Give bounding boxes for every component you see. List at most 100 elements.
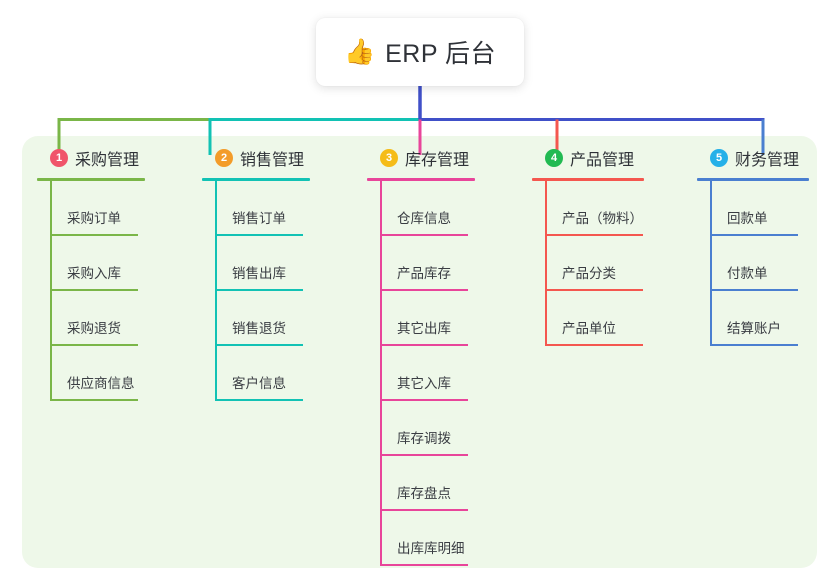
- list-item[interactable]: 产品分类: [532, 236, 644, 291]
- list-item-rule: [545, 289, 643, 291]
- list-item-label: 库存调拨: [397, 431, 451, 446]
- list-item-rule: [380, 399, 468, 401]
- root-title-card[interactable]: 👍 ERP 后台: [316, 18, 524, 86]
- list-item[interactable]: 产品（物料）: [532, 181, 644, 236]
- column-1: 1 采购管理采购订单采购入库采购退货供应商信息: [37, 146, 145, 401]
- list-item-rule: [215, 234, 303, 236]
- column-title-1: 采购管理: [75, 152, 140, 169]
- list-item-label: 销售出库: [232, 266, 286, 281]
- column-badge-1: 1: [50, 149, 68, 167]
- column-underline-4: [532, 178, 644, 181]
- list-item-label: 采购退货: [67, 321, 121, 336]
- list-item[interactable]: 销售订单: [202, 181, 310, 236]
- column-items-1: 采购订单采购入库采购退货供应商信息: [37, 181, 145, 401]
- list-item[interactable]: 其它出库: [367, 291, 475, 346]
- list-item-rule: [710, 234, 798, 236]
- list-item[interactable]: 仓库信息: [367, 181, 475, 236]
- list-item-rule: [380, 564, 468, 566]
- column-spine-5: [710, 181, 712, 346]
- list-item-rule: [215, 289, 303, 291]
- list-item[interactable]: 销售出库: [202, 236, 310, 291]
- list-item[interactable]: 结算账户: [697, 291, 809, 346]
- list-item-rule: [380, 509, 468, 511]
- list-item[interactable]: 采购订单: [37, 181, 145, 236]
- list-item[interactable]: 库存调拨: [367, 401, 475, 456]
- list-item-label: 产品单位: [562, 321, 616, 336]
- column-2: 2 销售管理销售订单销售出库销售退货客户信息: [202, 146, 310, 401]
- column-badge-4: 4: [545, 149, 563, 167]
- list-item[interactable]: 库存盘点: [367, 456, 475, 511]
- list-item-label: 销售退货: [232, 321, 286, 336]
- list-item-label: 客户信息: [232, 376, 286, 391]
- list-item-rule: [545, 234, 643, 236]
- column-header-2[interactable]: 2 销售管理: [202, 146, 310, 170]
- column-header-1[interactable]: 1 采购管理: [37, 146, 145, 170]
- column-header-3[interactable]: 3 库存管理: [367, 146, 475, 170]
- column-spine-4: [545, 181, 547, 346]
- list-item-rule: [50, 344, 138, 346]
- list-item-label: 出库库明细: [397, 541, 465, 556]
- list-item[interactable]: 销售退货: [202, 291, 310, 346]
- column-4: 4 产品管理产品（物料） 产品分类产品单位: [532, 146, 644, 346]
- list-item-label: 产品库存: [397, 266, 451, 281]
- column-items-4: 产品（物料） 产品分类产品单位: [532, 181, 644, 346]
- list-item[interactable]: 客户信息: [202, 346, 310, 401]
- list-item[interactable]: 产品单位: [532, 291, 644, 346]
- list-item-rule: [545, 344, 643, 346]
- thumbs-up-icon: 👍: [343, 37, 376, 66]
- list-item[interactable]: 产品库存: [367, 236, 475, 291]
- list-item-rule: [50, 399, 138, 401]
- list-item-label: 库存盘点: [397, 486, 451, 501]
- list-item-rule: [50, 289, 138, 291]
- column-items-5: 回款单付款单结算账户: [697, 181, 809, 346]
- list-item-label: 其它出库: [397, 321, 451, 336]
- column-3: 3 库存管理仓库信息产品库存其它出库其它入库库存调拨库存盘点出库库明细: [367, 146, 475, 566]
- column-header-4[interactable]: 4 产品管理: [532, 146, 644, 170]
- list-item-rule: [380, 454, 468, 456]
- list-item-label: 付款单: [727, 266, 768, 281]
- list-item-rule: [710, 344, 798, 346]
- list-item[interactable]: 其它入库: [367, 346, 475, 401]
- list-item-label: 回款单: [727, 211, 768, 226]
- column-title-2: 销售管理: [240, 152, 305, 169]
- list-item-label: 仓库信息: [397, 211, 451, 226]
- list-item-label: 供应商信息: [67, 376, 135, 391]
- column-badge-2: 2: [215, 149, 233, 167]
- list-item-label: 采购订单: [67, 211, 121, 226]
- column-items-2: 销售订单销售出库销售退货客户信息: [202, 181, 310, 401]
- column-title-5: 财务管理: [735, 152, 800, 169]
- list-item-rule: [215, 399, 303, 401]
- list-item-label: 采购入库: [67, 266, 121, 281]
- list-item-rule: [380, 289, 468, 291]
- list-item-rule: [215, 344, 303, 346]
- column-underline-5: [697, 178, 809, 181]
- column-underline-2: [202, 178, 310, 181]
- column-spine-2: [215, 181, 217, 401]
- list-item-rule: [380, 344, 468, 346]
- column-badge-3: 3: [380, 149, 398, 167]
- list-item[interactable]: 供应商信息: [37, 346, 145, 401]
- column-underline-1: [37, 178, 145, 181]
- column-spine-1: [50, 181, 52, 401]
- column-underline-3: [367, 178, 475, 181]
- list-item-rule: [380, 234, 468, 236]
- list-item[interactable]: 付款单: [697, 236, 809, 291]
- root-title-inner: 👍 ERP 后台: [344, 34, 496, 70]
- background-panel: [22, 136, 817, 568]
- list-item-rule: [50, 234, 138, 236]
- page-title: ERP 后台: [385, 40, 497, 68]
- list-item-label: 结算账户: [727, 321, 781, 336]
- column-spine-3: [380, 181, 382, 566]
- column-title-3: 库存管理: [405, 152, 470, 169]
- list-item-label: 产品分类: [562, 266, 616, 281]
- list-item[interactable]: 出库库明细: [367, 511, 475, 566]
- list-item[interactable]: 采购退货: [37, 291, 145, 346]
- column-title-4: 产品管理: [570, 152, 635, 169]
- list-item-label: 其它入库: [397, 376, 451, 391]
- list-item[interactable]: 回款单: [697, 181, 809, 236]
- list-item-rule: [710, 289, 798, 291]
- list-item[interactable]: 采购入库: [37, 236, 145, 291]
